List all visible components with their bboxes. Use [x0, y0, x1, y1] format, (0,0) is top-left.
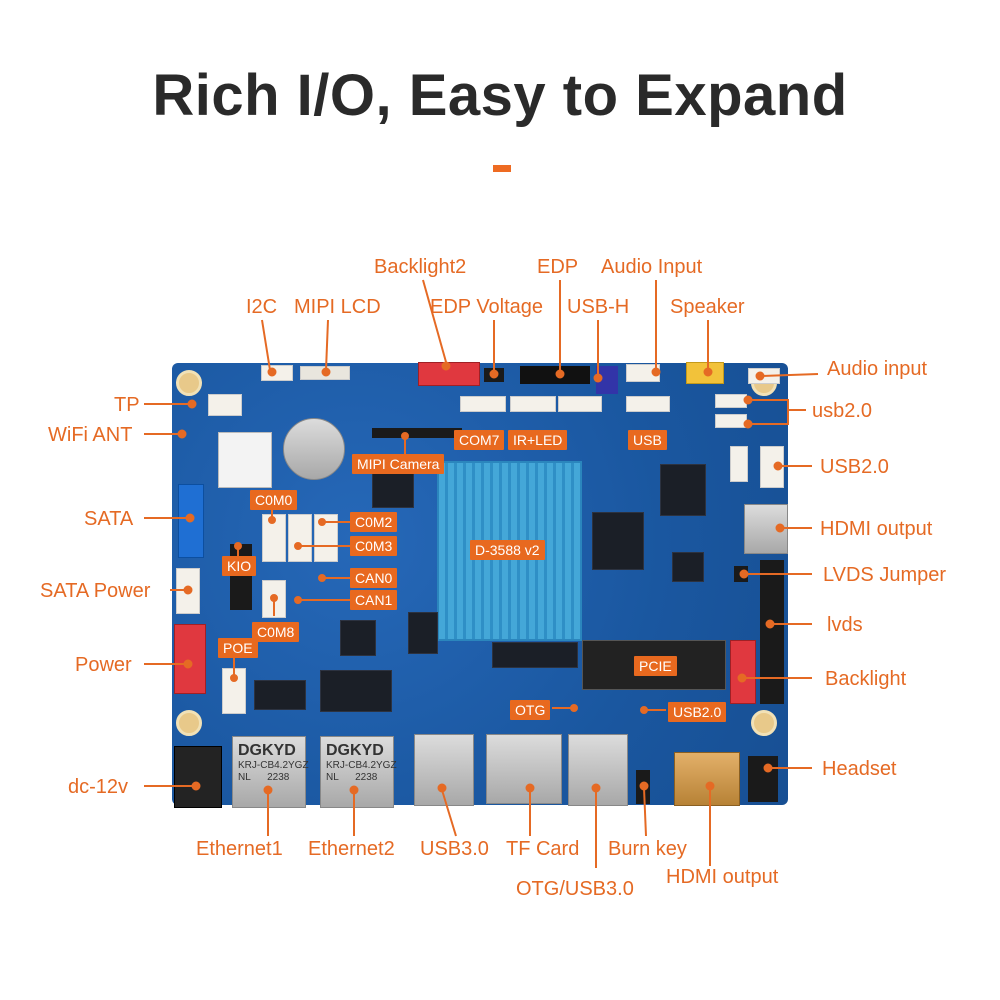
emmc-chip	[592, 512, 644, 570]
label-audio-input-top: Audio Input	[601, 256, 703, 278]
com7-tag: COM7	[454, 430, 505, 450]
label-headset: Headset	[822, 758, 897, 780]
label-sata-power: SATA Power	[40, 580, 151, 602]
com-row-connector	[510, 396, 556, 412]
label-backlight: Backlight	[825, 668, 907, 690]
label-audio-input-right: Audio input	[827, 358, 928, 380]
ethernet2-model: KRJ-CB4.2YGZ	[326, 760, 397, 771]
label-dc12v: dc-12v	[68, 776, 129, 798]
com3-tag: C0M3	[350, 536, 398, 556]
label-speaker: Speaker	[670, 296, 745, 318]
dc-jack	[174, 746, 222, 808]
ir-led-tag: IR+LED	[508, 430, 568, 450]
label-usb-h: USB-H	[567, 296, 630, 318]
kio-tag: KIO	[222, 556, 257, 576]
label-mipi-lcd: MIPI LCD	[294, 296, 381, 318]
label-edp: EDP	[537, 256, 579, 278]
label-usb30: USB3.0	[420, 838, 489, 860]
usb20-tag: USB2.0	[668, 702, 727, 722]
edp-connector	[520, 366, 590, 384]
otg-usb30-port	[568, 734, 628, 806]
usb-h-connector	[596, 366, 618, 394]
hdmi-port-bottom	[674, 752, 740, 806]
com-row-connector	[626, 396, 670, 412]
power-connector	[174, 624, 206, 694]
com2-connector	[288, 514, 312, 562]
label-ethernet1: Ethernet1	[196, 838, 283, 860]
com8-tag: C0M8	[252, 622, 300, 642]
ethernet2-code: NL 2238	[326, 772, 378, 783]
tf-card-slot	[486, 734, 562, 804]
com-row-connector	[558, 396, 602, 412]
tp-connector	[208, 394, 242, 416]
chip	[492, 642, 578, 668]
label-ethernet2: Ethernet2	[308, 838, 395, 860]
poe-tag: POE	[218, 638, 258, 658]
can1-tag: CAN1	[350, 590, 398, 610]
usb20-vertical-connector	[730, 446, 748, 482]
mipi-camera-connector	[372, 428, 462, 438]
com2-tag: C0M2	[350, 512, 398, 532]
bridge-chip	[672, 552, 704, 582]
ethernet-transformer	[320, 670, 392, 712]
mipi-camera-tag: MIPI Camera	[352, 454, 445, 474]
label-edp-voltage: EDP Voltage	[430, 296, 544, 318]
title-accent-dash	[493, 165, 511, 172]
ethernet1-model: KRJ-CB4.2YGZ	[238, 760, 309, 771]
label-burn-key: Burn key	[608, 838, 687, 860]
ethernet-transformer	[254, 680, 306, 710]
label-backlight2: Backlight2	[374, 256, 467, 278]
headset-jack	[748, 756, 778, 802]
label-hdmi-output-right: HDMI output	[820, 518, 933, 540]
ethernet2-port	[320, 736, 394, 808]
pcie-slot	[582, 640, 726, 690]
label-lvds-jumper: LVDS Jumper	[823, 564, 947, 586]
wifi-module	[218, 432, 272, 488]
label-power: Power	[75, 654, 132, 676]
label-otg-usb30: OTG/USB3.0	[516, 878, 634, 900]
label-wifi-ant: WiFi ANT	[48, 424, 133, 446]
label-sata: SATA	[84, 508, 134, 530]
mounting-hole	[751, 710, 777, 736]
page-title: Rich I/O, Easy to Expand	[152, 63, 848, 128]
label-tf-card: TF Card	[506, 838, 580, 860]
otg-tag: OTG	[510, 700, 551, 720]
label-lvds: lvds	[827, 614, 863, 636]
label-hdmi-output-bottom: HDMI output	[666, 866, 779, 888]
mounting-hole	[176, 370, 202, 396]
ethernet1-brand: DGKYD	[238, 742, 296, 759]
usb-tag: USB	[628, 430, 667, 450]
soc-tag: D-3588 v2	[470, 540, 545, 560]
ethernet2-brand: DGKYD	[326, 742, 384, 759]
mounting-hole	[176, 710, 202, 736]
lvds-header	[760, 560, 784, 704]
ethernet1-code: NL 2238	[238, 772, 290, 783]
ram-chip-2	[660, 464, 706, 516]
pcie-tag: PCIE	[634, 656, 677, 676]
label-i2c: I2C	[246, 296, 278, 318]
ethernet-phy-chip	[340, 620, 376, 656]
can0-tag: CAN0	[350, 568, 398, 588]
com-row-connector	[460, 396, 506, 412]
label-usb20-upper: USB2.0	[820, 456, 889, 478]
label-usb20-lower: usb2.0	[812, 400, 873, 422]
backlight-connector	[730, 640, 756, 704]
ram-chip	[408, 612, 438, 654]
com0-tag: C0M0	[250, 490, 298, 510]
label-tp: TP	[114, 394, 140, 416]
rtc-battery	[283, 418, 345, 480]
